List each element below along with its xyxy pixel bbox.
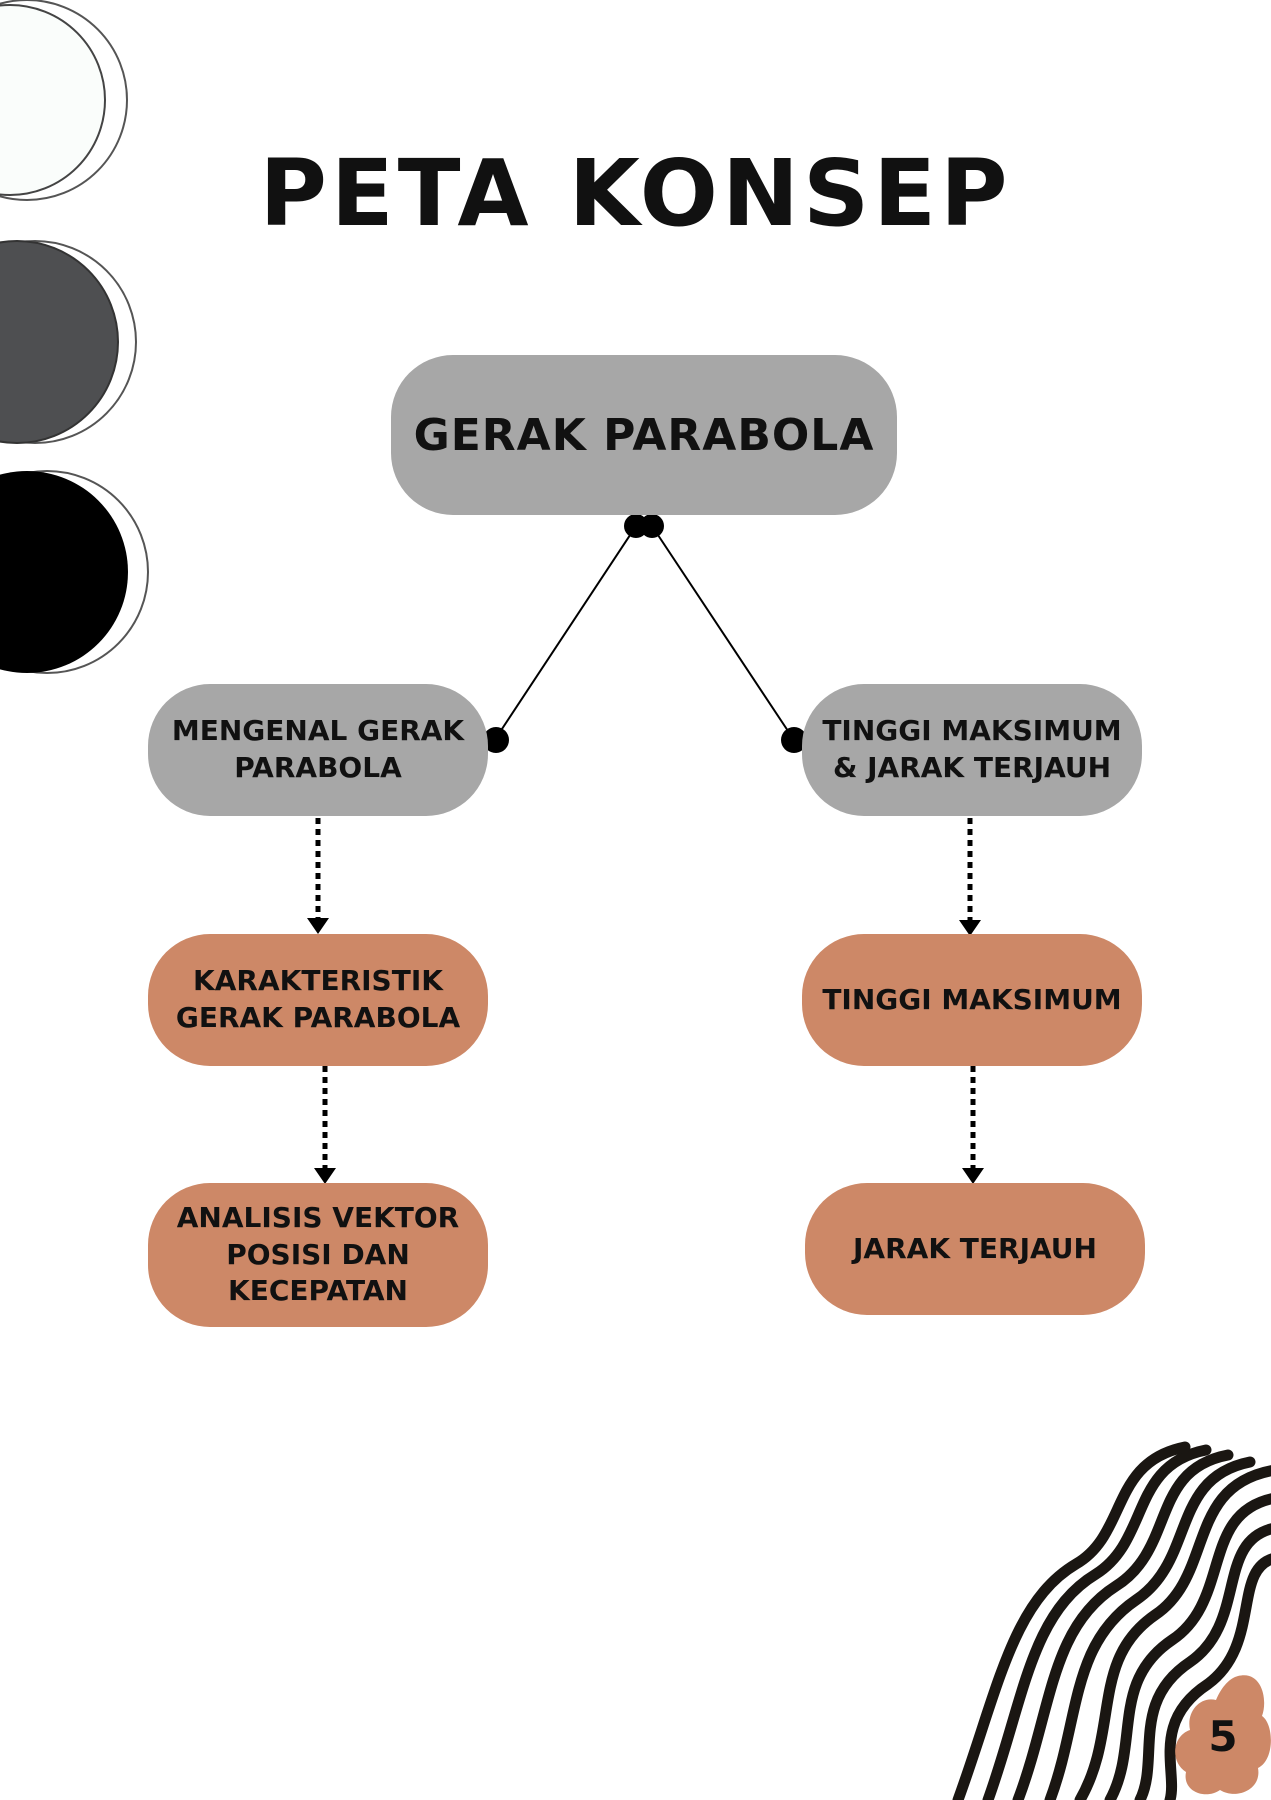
node-gerak-parabola: GERAK PARABOLA	[391, 355, 897, 515]
page-number-blob	[1175, 1675, 1271, 1795]
node-karakteristik-gerak-parabola: KARAKTERISTIK GERAK PARABOLA	[148, 934, 488, 1066]
wave-decoration	[952, 1441, 1271, 1800]
page-number: 5	[1208, 1712, 1238, 1761]
arrow-heads	[307, 918, 984, 1184]
page-title: PETA KONSEP	[259, 140, 1012, 247]
node-jarak-terjauh: JARAK TERJAUH	[805, 1183, 1145, 1315]
left-circles-decoration	[0, 0, 149, 674]
dotted-arrows	[315, 818, 976, 1170]
node-mengenal-gerak-parabola: MENGENAL GERAK PARABOLA	[148, 684, 488, 816]
root-connectors	[483, 514, 807, 753]
node-tinggi-maksimum-jarak-terjauh: TINGGI MAKSIMUM & JARAK TERJAUH	[802, 684, 1142, 816]
node-analisis-vektor-posisi-kecepatan: ANALISIS VEKTOR POSISI DAN KECEPATAN	[148, 1183, 488, 1327]
node-tinggi-maksimum: TINGGI MAKSIMUM	[802, 934, 1142, 1066]
